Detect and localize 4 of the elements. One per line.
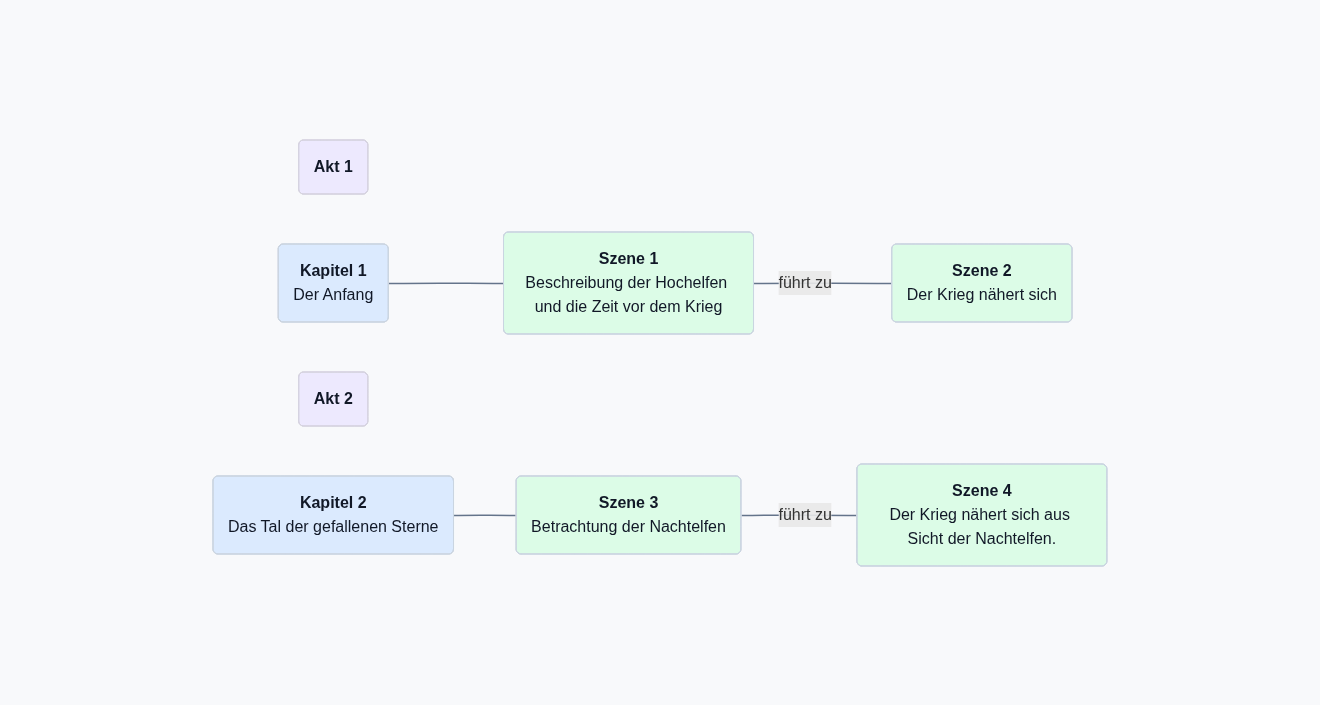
- edge-label: führt zu: [778, 273, 832, 291]
- connector: [388, 281, 505, 284]
- connector: [453, 513, 518, 516]
- edge-label: führt zu: [778, 505, 832, 523]
